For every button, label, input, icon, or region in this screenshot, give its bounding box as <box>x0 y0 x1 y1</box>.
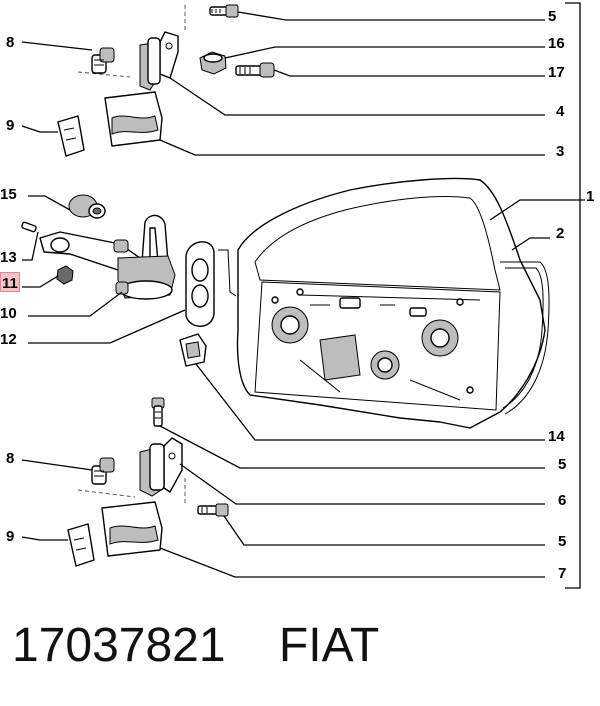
bolt-vertical <box>151 397 165 427</box>
hinge-lower-body <box>139 437 183 497</box>
nut-16 <box>199 51 227 75</box>
callout-9-top: 9 <box>6 117 14 134</box>
door-shell-1 <box>236 177 546 429</box>
callout-14: 14 <box>548 428 565 445</box>
clip-14 <box>179 333 207 367</box>
bushing-15 <box>68 194 106 219</box>
door-seal-2 <box>500 261 550 415</box>
callout-1: 1 <box>586 188 594 205</box>
callout-3: 3 <box>556 143 564 160</box>
callout-labels: 5 16 17 4 3 1 2 8 9 15 13 11 10 12 14 5 … <box>0 8 594 582</box>
callout-9-bottom: 9 <box>6 528 14 545</box>
gasket-12 <box>185 241 215 327</box>
callout-6: 6 <box>558 492 566 509</box>
callout-13: 13 <box>0 249 17 266</box>
group-bracket <box>565 2 581 589</box>
screw-13 <box>21 221 37 233</box>
stud-8-top <box>91 47 115 74</box>
stud-8-bottom <box>91 457 115 485</box>
callout-12: 12 <box>0 331 17 348</box>
hinge-cover-7 <box>101 501 163 557</box>
callout-5-mid: 5 <box>558 456 566 473</box>
plate-9-top <box>57 115 85 157</box>
plate-9-bottom <box>67 523 95 567</box>
bolt-lower <box>197 503 229 517</box>
callout-5-bottom: 5 <box>558 533 566 550</box>
highlight-marker-11 <box>0 272 20 292</box>
callout-17: 17 <box>548 64 565 81</box>
callout-11: 11 <box>2 275 18 292</box>
callout-2: 2 <box>556 225 564 242</box>
callout-8-top: 8 <box>6 34 14 51</box>
bolt-top <box>209 4 239 18</box>
hinge-upper-body <box>139 31 179 91</box>
bolt-17 <box>235 62 275 78</box>
callout-15: 15 <box>0 186 17 203</box>
door-check-10 <box>39 214 176 300</box>
callout-8-bottom: 8 <box>6 450 14 467</box>
nut-11 <box>56 265 74 285</box>
callout-5-top: 5 <box>548 8 556 25</box>
callout-7: 7 <box>558 565 566 582</box>
part-number-caption: 17037821 FIAT <box>12 619 380 672</box>
leader-lines <box>21 11 585 578</box>
callout-10: 10 <box>0 305 17 322</box>
exploded-parts-diagram: 5 16 17 4 3 1 2 8 9 15 13 11 10 12 14 5 … <box>0 2 594 589</box>
hinge-cover-3 <box>104 91 163 147</box>
callout-4: 4 <box>556 103 565 120</box>
callout-16: 16 <box>548 35 565 52</box>
